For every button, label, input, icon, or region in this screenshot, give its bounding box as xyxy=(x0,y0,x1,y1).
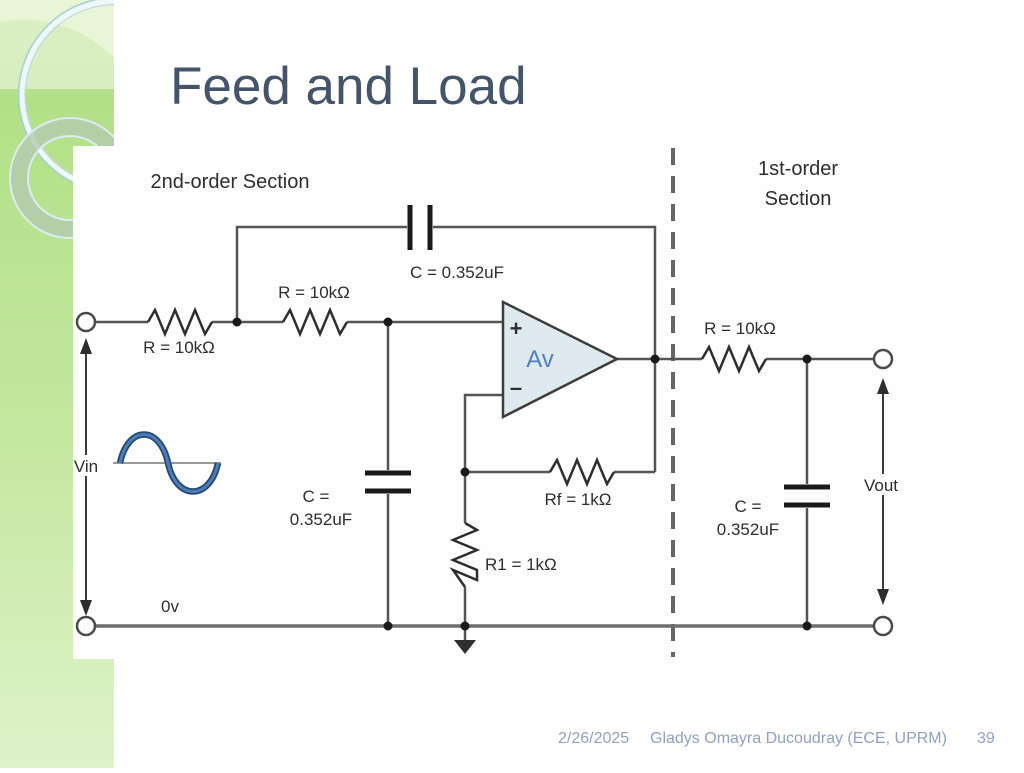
capacitor-feedback-symbol xyxy=(407,205,433,250)
vin-arrow xyxy=(80,338,92,616)
ground-symbol xyxy=(454,640,476,654)
r1-label: R1 = 1kΩ xyxy=(485,555,557,574)
c-output-label-line2: 0.352uF xyxy=(717,520,779,539)
first-order-section-label-line1: 1st-order xyxy=(758,158,838,180)
rf-label: Rf = 1kΩ xyxy=(544,490,611,509)
c-shunt-label-line2: 0.352uF xyxy=(290,510,352,529)
input-terminal xyxy=(75,311,97,333)
opamp-gain-label: Av xyxy=(526,346,554,373)
sidebar-top-highlight xyxy=(0,0,114,58)
opamp-plus-label: + xyxy=(510,316,523,341)
capacitor-shunt-symbol xyxy=(365,470,411,494)
resistor-output-symbol xyxy=(700,343,768,375)
circuit-diagram: 2nd-order Section 1st-order Section R = … xyxy=(73,146,1008,659)
slide-title: Feed and Load xyxy=(170,57,527,116)
resistor-series-symbol xyxy=(281,306,349,338)
input-ground-terminal xyxy=(75,615,97,637)
opamp-minus-label: – xyxy=(510,375,522,400)
footer-date: 2/26/2025 xyxy=(558,730,630,747)
footer-author: Gladys Omayra Ducoudray (ECE, UPRM) xyxy=(650,730,947,747)
capacitor-output-symbol xyxy=(784,484,830,508)
c-shunt-label-line1: C = xyxy=(303,487,330,506)
c-output-label-line1: C = xyxy=(735,497,762,516)
r-input-label: R = 10kΩ xyxy=(143,338,215,357)
r-output-label: R = 10kΩ xyxy=(704,319,776,338)
sine-wave-icon xyxy=(113,431,222,495)
opamp-triangle xyxy=(501,299,620,420)
vout-label: Vout xyxy=(864,476,898,495)
vin-label: Vin xyxy=(74,457,98,476)
ground-rail-label: 0v xyxy=(161,597,179,616)
resistor-input-symbol xyxy=(146,306,214,338)
second-order-section-label: 2nd-order Section xyxy=(151,171,310,193)
slide-footer: 2/26/2025 Gladys Omayra Ducoudray (ECE, … xyxy=(0,730,1024,754)
resistor-r1-symbol xyxy=(449,521,481,588)
vout-label-backplate xyxy=(857,474,905,495)
vin-label-backplate xyxy=(73,455,105,476)
first-order-section-label-line2: Section xyxy=(765,188,832,210)
wires xyxy=(95,225,874,640)
r-series-label: R = 10kΩ xyxy=(278,283,350,302)
c-feedback-label: C = 0.352uF xyxy=(410,263,504,282)
junction-dots xyxy=(232,317,812,631)
footer-page-number: 39 xyxy=(977,730,995,747)
output-ground-terminal xyxy=(872,615,894,637)
output-terminal xyxy=(872,348,894,370)
resistor-rf-symbol xyxy=(548,456,616,488)
